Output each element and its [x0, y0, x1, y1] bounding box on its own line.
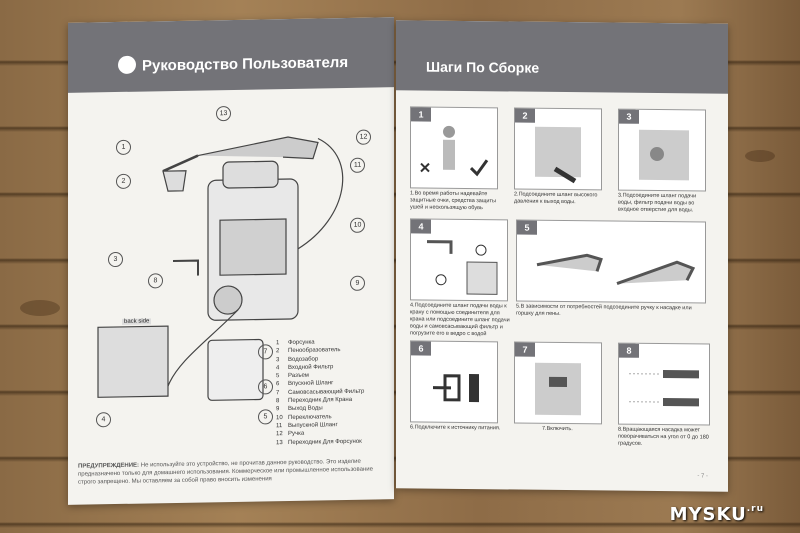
- step-6-text: 6.Подключите к источнику питания.: [410, 424, 501, 432]
- spray-gun: [197, 136, 319, 160]
- page-title: Руководство Пользователя: [142, 53, 349, 75]
- site-watermark: MYSKU.ru: [669, 504, 764, 525]
- step-1-text: 1.Во время работы надевайте защитные очк…: [410, 190, 496, 212]
- step-number: 8: [619, 343, 639, 358]
- step-3-text: 3.Подсоедините шланг подачи воды, фильтр…: [618, 192, 697, 214]
- step-7-box: 7: [514, 341, 602, 425]
- step-4-text: 4.Подсоедините шланг подачи воды к крану…: [410, 302, 510, 338]
- wood-knot: [745, 150, 775, 162]
- rotating-nozzle-icon: [629, 370, 699, 407]
- power-plug-icon: [433, 374, 479, 403]
- user-manual-icon: [118, 55, 136, 74]
- safety-gear-icon: [420, 125, 489, 177]
- warning-title: ПРЕДУПРЕЖДЕНИЕ:: [78, 462, 140, 470]
- step-2-box: 2: [514, 107, 602, 191]
- step-6-box: 6: [410, 340, 498, 424]
- step-3-box: 3: [618, 108, 706, 192]
- page-header: Шаги По Сборке: [396, 20, 728, 94]
- inlet-hose: [167, 309, 239, 387]
- step-1-box: 1: [410, 106, 498, 190]
- step-7-text: 7.Включить.: [542, 425, 573, 433]
- step-5-box: 5: [516, 219, 706, 304]
- step-5-text: 5.В зависимости от потребностей подсоеди…: [516, 303, 692, 317]
- nozzle: [162, 154, 199, 173]
- step-number: 5: [517, 220, 537, 235]
- manual-right-page: Шаги По Сборке 1 1.Во время работы надев…: [396, 20, 728, 492]
- page-number: - 7 -: [697, 473, 708, 480]
- gun-and-nozzle-icon: [536, 253, 696, 285]
- outlet-hose: [297, 137, 344, 250]
- back-side-inset: [97, 325, 169, 398]
- step-number: 3: [619, 109, 639, 124]
- hose-connection-icon: [535, 126, 581, 184]
- washer-handle-top: [222, 160, 279, 189]
- step-number: 7: [515, 342, 535, 357]
- step-4-box: 4: [410, 218, 508, 302]
- bucket: [207, 338, 264, 401]
- warning-block: ПРЕДУПРЕЖДЕНИЕ: Не используйте это устро…: [78, 457, 384, 486]
- pressure-washer-diagram: [97, 136, 344, 401]
- washer-wheel: [213, 285, 243, 315]
- step-2-text: 2.Подсоедините шланг высокого давления к…: [514, 191, 598, 206]
- washer-panel: [219, 218, 287, 276]
- step-number: 2: [515, 108, 535, 123]
- page-header: Руководство Пользователя: [68, 17, 394, 93]
- power-switch-icon: [535, 362, 581, 416]
- back-side-label: back side: [122, 318, 152, 325]
- step-number: 1: [411, 107, 431, 122]
- step-number: 4: [411, 219, 431, 234]
- manual-left-page: Руководство Пользователя 1 2 3 4 5 6 7 8…: [68, 17, 394, 505]
- tap-and-bucket-icon: [427, 240, 498, 295]
- tap: [173, 259, 199, 276]
- page-title: Шаги По Сборке: [426, 58, 540, 76]
- water-inlet-icon: [639, 129, 689, 181]
- foam-pot: [162, 170, 187, 192]
- step-number: 6: [411, 341, 431, 356]
- wood-knot: [20, 300, 60, 316]
- step-8-box: 8: [618, 342, 710, 426]
- step-8-text: 8.Вращающаяся насадка может поворачивать…: [618, 426, 709, 447]
